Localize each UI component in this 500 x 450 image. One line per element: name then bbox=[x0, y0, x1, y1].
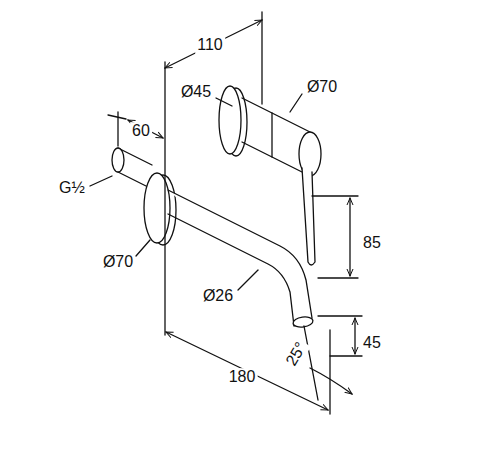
dimension-label: Ø26 bbox=[201, 287, 235, 305]
dimension-label: 25° bbox=[281, 337, 310, 370]
dimension-label: 45 bbox=[361, 334, 383, 352]
dimension-label: 85 bbox=[361, 234, 383, 252]
dimension-label: 180 bbox=[227, 368, 258, 386]
dimension-label: 110 bbox=[195, 36, 225, 54]
dimension-label: Ø45 bbox=[179, 83, 213, 101]
dimension-label: Ø70 bbox=[101, 253, 135, 271]
dimension-label: G½ bbox=[57, 179, 87, 197]
dimension-label: 60 bbox=[130, 122, 152, 140]
dimension-label: Ø70 bbox=[305, 78, 339, 96]
